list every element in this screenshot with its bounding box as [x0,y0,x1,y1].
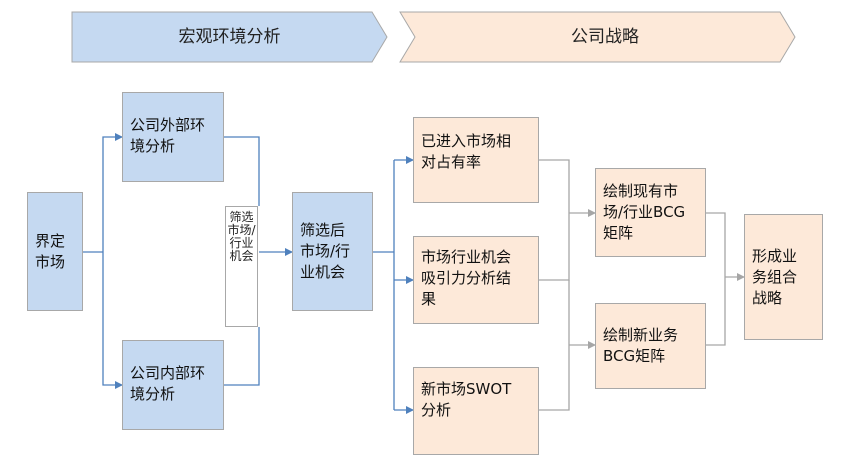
node-portfolio-strategy: 形成业 务组合 战略 [744,214,823,340]
node-attractiveness: 市场行业机会 吸引力分析结 果 [413,236,539,324]
node-define-market: 界定 市场 [27,192,83,311]
node-internal-env: 公司内部环 境分析 [122,340,224,430]
connector-define-to-env [83,133,123,389]
filter-step-label: 筛选市场/行业机会 [225,206,258,327]
node-bcg-current: 绘制现有市 场/行业BCG 矩阵 [595,168,706,257]
node-swot: 新市场SWOT 分析 [413,367,539,455]
node-external-env: 公司外部环 境分析 [122,92,224,182]
connector-bcg-to-portfolio [706,212,745,346]
phase-strategy-chevron [399,11,796,63]
node-filtered-opportunities: 筛选后 市场/行 业机会 [292,192,373,311]
connector-env-to-filtered [224,136,293,386]
phase-strategy-label: 公司战略 [571,27,639,47]
phase-macro-chevron [71,11,388,63]
phase-macro-label: 宏观环境分析 [178,27,281,47]
node-relative-share: 已进入市场相 对占有率 [413,117,539,203]
connector-analyses-to-bcg [539,159,596,411]
connector-filtered-to-analyses [373,156,414,414]
node-bcg-new: 绘制新业务 BCG矩阵 [595,303,706,389]
